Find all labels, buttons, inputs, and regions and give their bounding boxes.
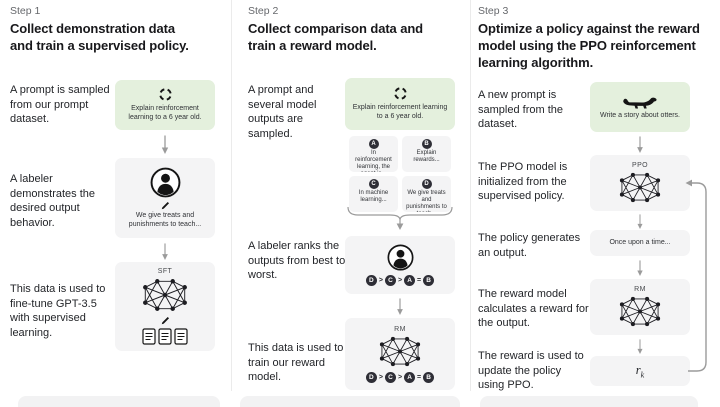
policy-output-caption: Once upon a time... (609, 238, 671, 246)
rank-separator: > (378, 373, 383, 381)
step2-prompt-box: Explain reinforcement learning to a 6 ye… (345, 78, 455, 130)
otter-icon (622, 94, 658, 111)
sft-model-box: SFT (115, 262, 215, 351)
rank-separator: > (397, 277, 403, 284)
rank-letter-badge: D (365, 275, 377, 286)
person-icon (387, 244, 414, 271)
cropped-box-edge (480, 396, 698, 407)
cropped-box-edge (240, 396, 460, 407)
arrow-down-icon (635, 136, 645, 153)
step1-prompt-text: A prompt is sampled from our prompt data… (10, 84, 110, 126)
rm-scoring-box: RM (590, 279, 690, 335)
arrow-down-icon (635, 214, 645, 229)
sft-model-label: SFT (157, 268, 173, 275)
prompt-example-caption: Explain reinforcement learning to a 6 ye… (352, 104, 448, 120)
demonstration-caption: We give treats and punishments to teach.… (128, 211, 202, 228)
step3-update-text: The reward is used to update the policy … (478, 350, 584, 392)
pen-icon (160, 315, 171, 326)
arrow-down-icon (635, 260, 645, 276)
rank-letter-badge: B (423, 275, 435, 286)
step3-title: Optimize a policy against the reward mod… (478, 21, 700, 71)
output-caption: In machine learning... (358, 190, 389, 203)
output-b-box: B Explain rewards... (402, 136, 451, 172)
reward-value-box: rk (590, 356, 690, 386)
step1-title: Collect demonstration data and train a s… (10, 21, 189, 54)
rank-letter-badge: D (365, 371, 377, 383)
output-c-box: C In machine learning... (349, 176, 398, 212)
arrow-down-icon (160, 135, 170, 154)
ranking-row: D > C > A = B (365, 371, 435, 383)
rank-letter-badge: C (384, 371, 396, 383)
network-icon (616, 295, 664, 328)
rank-separator: = (417, 277, 422, 284)
step3-prompt-text: A new prompt is sampled from the dataset… (478, 89, 563, 131)
rm-model-box: RM D > C > A = B (345, 318, 455, 390)
cycle-icon (392, 86, 408, 102)
rank-separator: = (417, 373, 422, 381)
output-letter-badge: C (368, 179, 379, 189)
ranking-row: D > C > A = B (365, 275, 435, 286)
column-divider (470, 0, 471, 391)
network-icon (616, 171, 664, 204)
network-icon (376, 335, 424, 368)
rank-letter-badge: A (404, 275, 416, 286)
policy-output-box: Once upon a time... (590, 230, 690, 256)
documents-icon (142, 328, 188, 345)
step2-label: Step 2 (248, 5, 279, 17)
output-letter-badge: D (421, 179, 432, 189)
rank-letter-badge: B (423, 371, 435, 383)
output-letter-badge: A (368, 139, 379, 149)
prompt-example-caption: Write a story about otters. (599, 111, 680, 119)
rank-letter-badge: A (404, 371, 416, 383)
labeler-ranking-box: D > C > A = B (345, 236, 455, 294)
person-icon (150, 167, 181, 198)
rm-model-label: RM (394, 325, 406, 333)
output-a-box: A In reinforcement learning, the agent i… (349, 136, 398, 172)
cropped-box-edge (18, 396, 220, 407)
network-icon (139, 277, 191, 313)
step3-output-text: The policy generates an output. (478, 232, 581, 259)
step2-title: Collect comparison data and train a rewa… (248, 21, 424, 54)
step1-labeler-box: We give treats and punishments to teach.… (115, 158, 215, 238)
reward-symbol: rk (635, 362, 645, 380)
step1-finetune-text: This data is used to fine-tune GPT-3.5 w… (10, 283, 106, 339)
step3-reward-text: The reward model calculates a reward for… (478, 288, 589, 330)
output-d-box: D We give treats and punishments to teac… (402, 176, 451, 212)
brace-icon (345, 205, 455, 232)
prompt-example-caption: Explain reinforcement learning to a 6 ye… (128, 105, 202, 121)
model-outputs-grid: A In reinforcement learning, the agent i… (349, 136, 451, 212)
column-divider (231, 0, 232, 391)
arrow-down-icon (160, 243, 170, 260)
rm-model-label: RM (634, 286, 646, 293)
step2-prompt-text: A prompt and several model outputs are s… (248, 84, 317, 140)
ppo-model-label: PPO (632, 162, 648, 169)
step2-train-text: This data is used to train our reward mo… (248, 342, 344, 384)
step3-ppo-text: The PPO model is initialized from the su… (478, 161, 568, 203)
step3-label: Step 3 (478, 5, 509, 17)
arrow-down-icon (635, 339, 645, 354)
arrow-down-icon (395, 298, 405, 315)
step1-prompt-box: Explain reinforcement learning to a 6 ye… (115, 80, 215, 130)
rank-letter-badge: C (384, 275, 396, 286)
step3-prompt-box: Write a story about otters. (590, 82, 690, 132)
step1-label: Step 1 (10, 5, 41, 17)
step1-labeler-text: A labeler demonstrates the desired outpu… (10, 173, 95, 229)
ppo-model-box: PPO (590, 155, 690, 211)
output-caption: Explain rewards... (413, 150, 440, 163)
rank-separator: > (378, 277, 383, 284)
cycle-icon (157, 87, 173, 103)
output-caption: We give treats and punishments to teach.… (406, 190, 447, 212)
rank-separator: > (397, 373, 403, 381)
step2-rank-text: A labeler ranks the outputs from best to… (248, 240, 346, 282)
pen-icon (160, 200, 171, 211)
output-caption: In reinforcement learning, the agent is.… (355, 150, 392, 172)
output-letter-badge: B (421, 139, 432, 149)
